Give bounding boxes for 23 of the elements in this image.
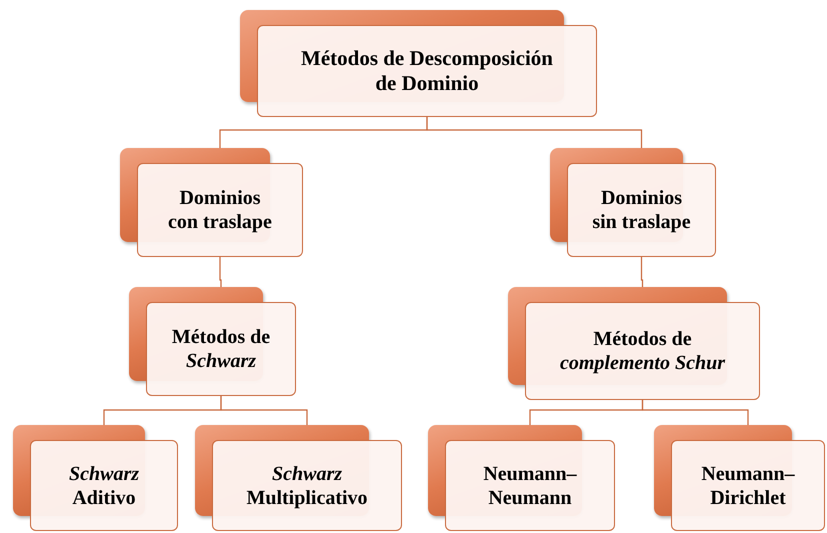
card-label: Schwarz Multiplicativo — [246, 462, 368, 508]
card-label: Métodos de Schwarz — [172, 326, 270, 372]
card-label: Dominios con traslape — [168, 187, 272, 233]
connector-line — [219, 257, 222, 287]
stacked-card — [428, 425, 615, 531]
card-label: Neumann–Dirichlet — [701, 462, 795, 508]
stacked-card — [195, 425, 402, 531]
stacked-card — [240, 10, 597, 117]
stacked-card — [129, 287, 296, 396]
connector-line — [642, 400, 749, 425]
stacked-card — [508, 287, 760, 400]
card-label: Métodos de complemento Schur — [560, 328, 725, 374]
connector-line — [220, 396, 308, 425]
stacked-card — [550, 148, 716, 257]
stacked-card — [13, 425, 178, 531]
connector-line — [640, 257, 644, 287]
card-label: Neumann–Neumann — [483, 462, 577, 508]
card-label: Dominios sin traslape — [592, 187, 691, 233]
card-label: Métodos de Descomposición de Dominio — [301, 46, 553, 95]
stacked-card — [654, 425, 825, 531]
connector-line — [426, 117, 642, 148]
stacked-card — [120, 148, 303, 257]
card-label: Schwarz Aditivo — [68, 462, 140, 508]
